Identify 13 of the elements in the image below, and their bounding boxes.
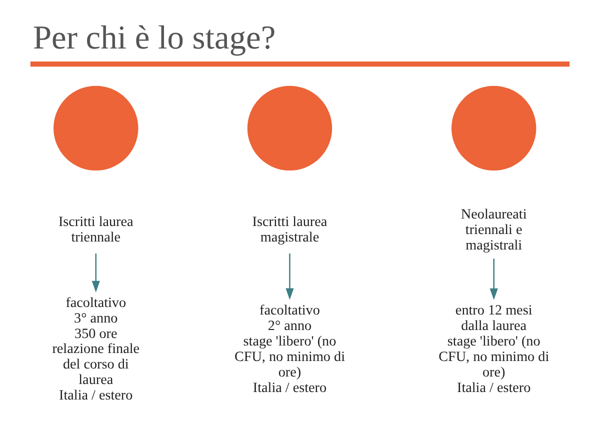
arrow [490, 258, 498, 300]
arrow [286, 254, 294, 300]
node-circle [451, 86, 536, 171]
node-text: Iscritti laurea magistrale [252, 214, 328, 246]
node-circle [247, 86, 332, 171]
node-circle [54, 86, 138, 171]
node-text: facoltativo 2° anno stage 'libero' (no CFU, no minimo di ore) Italia / estero [234, 302, 346, 396]
node-text: entro 12 mesi dalla laurea stage 'libero' (no CFU, no minimo di ore) Italia / estero [438, 302, 550, 396]
node-text: Iscritti laurea triennale [58, 214, 134, 246]
node-text: Neolaureati triennali e magistrali [460, 206, 527, 254]
diagram-title: Per chi è lo stage? [32, 19, 276, 56]
node-text: facoltativo 3° anno 350 ore relazione finale del corso di laurea Italia / estero [52, 295, 140, 404]
arrow [92, 254, 100, 292]
